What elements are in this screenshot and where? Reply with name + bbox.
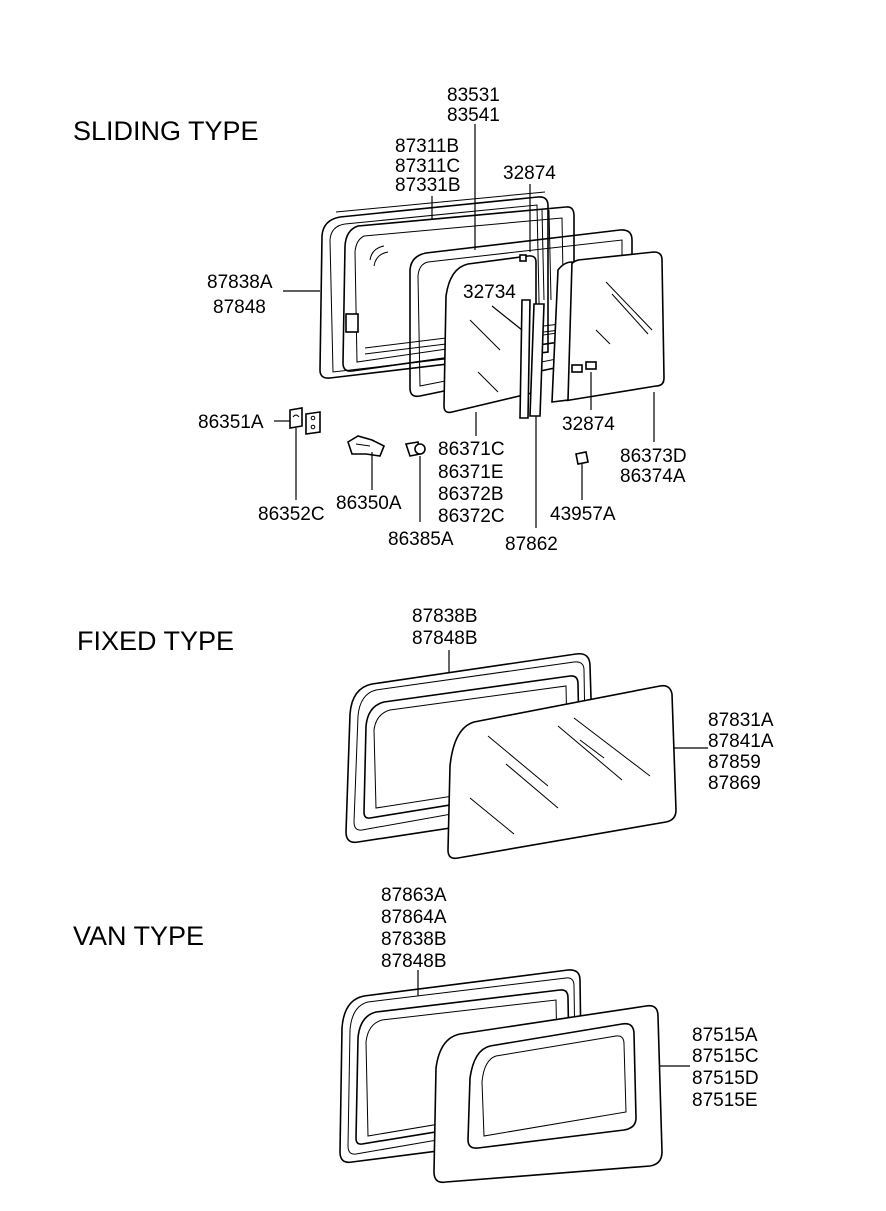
latch-86351a [289, 407, 303, 429]
clip-32874-a [571, 364, 583, 373]
label-32874-top: 32874 [503, 163, 556, 184]
clip-32874-b [585, 361, 597, 370]
clip-43957a [575, 451, 589, 465]
label-86371e: 86371E [438, 462, 504, 483]
label-87864a: 87864A [381, 907, 447, 928]
label-86372c: 86372C [438, 506, 505, 527]
label-87311c: 87311C [395, 156, 460, 177]
label-86385a: 86385A [388, 529, 454, 550]
label-83531: 83531 [447, 85, 500, 106]
label-87838a: 87838A [207, 272, 273, 293]
label-87515c: 87515C [692, 1046, 759, 1067]
label-32734: 32734 [463, 282, 516, 303]
label-87869: 87869 [708, 773, 761, 794]
label-87848b-van: 87848B [381, 951, 447, 972]
handle-86350a [347, 435, 386, 457]
label-87515d: 87515D [692, 1068, 759, 1089]
label-86374a: 86374A [620, 466, 686, 487]
fixed-leader-lines [448, 650, 708, 749]
frame-latch [345, 313, 359, 333]
sliding-labels: 83531 83541 87311B 87311C 87331B 32874 8… [198, 85, 687, 555]
label-86372b: 86372B [438, 484, 504, 505]
label-87838b-fixed: 87838B [412, 606, 478, 627]
label-86350a: 86350A [336, 493, 402, 514]
division-channels [519, 209, 573, 419]
label-87515a: 87515A [692, 1025, 758, 1046]
van-leader-lines [417, 970, 690, 1067]
label-87841a: 87841A [708, 731, 774, 752]
label-87859: 87859 [708, 752, 761, 773]
label-87862: 87862 [505, 534, 558, 555]
van-panel [433, 1004, 663, 1184]
label-87838b-van: 87838B [381, 929, 447, 950]
sliding-glass-rear [561, 251, 665, 402]
label-86351a: 86351A [198, 412, 264, 433]
screw-86385a [404, 441, 426, 457]
sliding-glass-front [443, 255, 537, 414]
label-86352c: 86352C [258, 504, 325, 525]
sliding-leader-lines [274, 124, 655, 528]
van-labels: 87863A 87864A 87838B 87848B 87515A 87515… [381, 885, 759, 1111]
sliding-type-title: SLIDING TYPE [73, 116, 259, 146]
label-86373d: 86373D [620, 446, 687, 467]
fixed-glass [447, 684, 677, 860]
label-87311b: 87311B [395, 136, 459, 157]
fixed-type-title: FIXED TYPE [77, 626, 234, 656]
fixed-labels: 87838B 87848B 87831A 87841A 87859 87869 [412, 606, 774, 794]
plate-86352c [305, 411, 321, 435]
label-87831a: 87831A [708, 710, 774, 731]
label-87848b-fixed: 87848B [412, 628, 478, 649]
label-43957a: 43957A [550, 504, 616, 525]
label-87331b: 87331B [395, 175, 461, 196]
label-87848: 87848 [213, 297, 266, 318]
label-83541: 83541 [447, 105, 500, 126]
label-87863a: 87863A [381, 885, 447, 906]
label-32874-bot: 32874 [562, 414, 615, 435]
van-type-title: VAN TYPE [73, 921, 204, 951]
label-86371c: 86371C [438, 439, 505, 460]
label-87515e: 87515E [692, 1090, 758, 1111]
clip-32874-top [519, 254, 527, 262]
